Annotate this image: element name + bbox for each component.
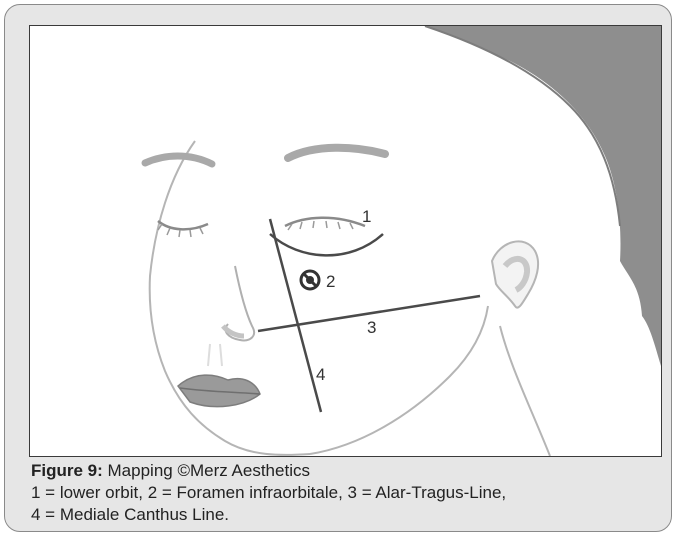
philtrum <box>208 344 222 366</box>
foramen-infraorbitale-marker <box>301 271 319 289</box>
eyebrow-right <box>288 148 385 158</box>
ear <box>492 241 538 307</box>
caption-legend-line-1: 1 = lower orbit, 2 = Foramen infraorbita… <box>31 482 661 504</box>
figure-frame: 1 2 3 4 Figure 9: Mapping ©Merz Aestheti… <box>4 4 672 532</box>
label-4: 4 <box>316 365 325 384</box>
label-3: 3 <box>367 318 376 337</box>
caption-heading: Figure 9: <box>31 461 103 480</box>
mediale-canthus-line <box>270 219 321 412</box>
caption-legend-line-2: 4 = Mediale Canthus Line. <box>31 504 661 526</box>
eye-right <box>285 218 365 226</box>
hair <box>425 26 661 366</box>
face-illustration: 1 2 3 4 <box>29 25 662 457</box>
figure-caption: Figure 9: Mapping ©Merz Aesthetics 1 = l… <box>31 460 661 526</box>
eyebrow-left <box>145 156 212 164</box>
neck-line <box>500 326 550 456</box>
lower-orbit-line <box>270 234 383 255</box>
caption-title-line: Figure 9: Mapping ©Merz Aesthetics <box>31 460 661 482</box>
face-outline <box>150 141 310 455</box>
caption-title: Mapping ©Merz Aesthetics <box>103 461 310 480</box>
label-1: 1 <box>362 207 371 226</box>
label-2: 2 <box>326 272 335 291</box>
nostril <box>223 326 244 336</box>
face-diagram: 1 2 3 4 <box>30 26 661 456</box>
jaw-line <box>310 306 488 454</box>
